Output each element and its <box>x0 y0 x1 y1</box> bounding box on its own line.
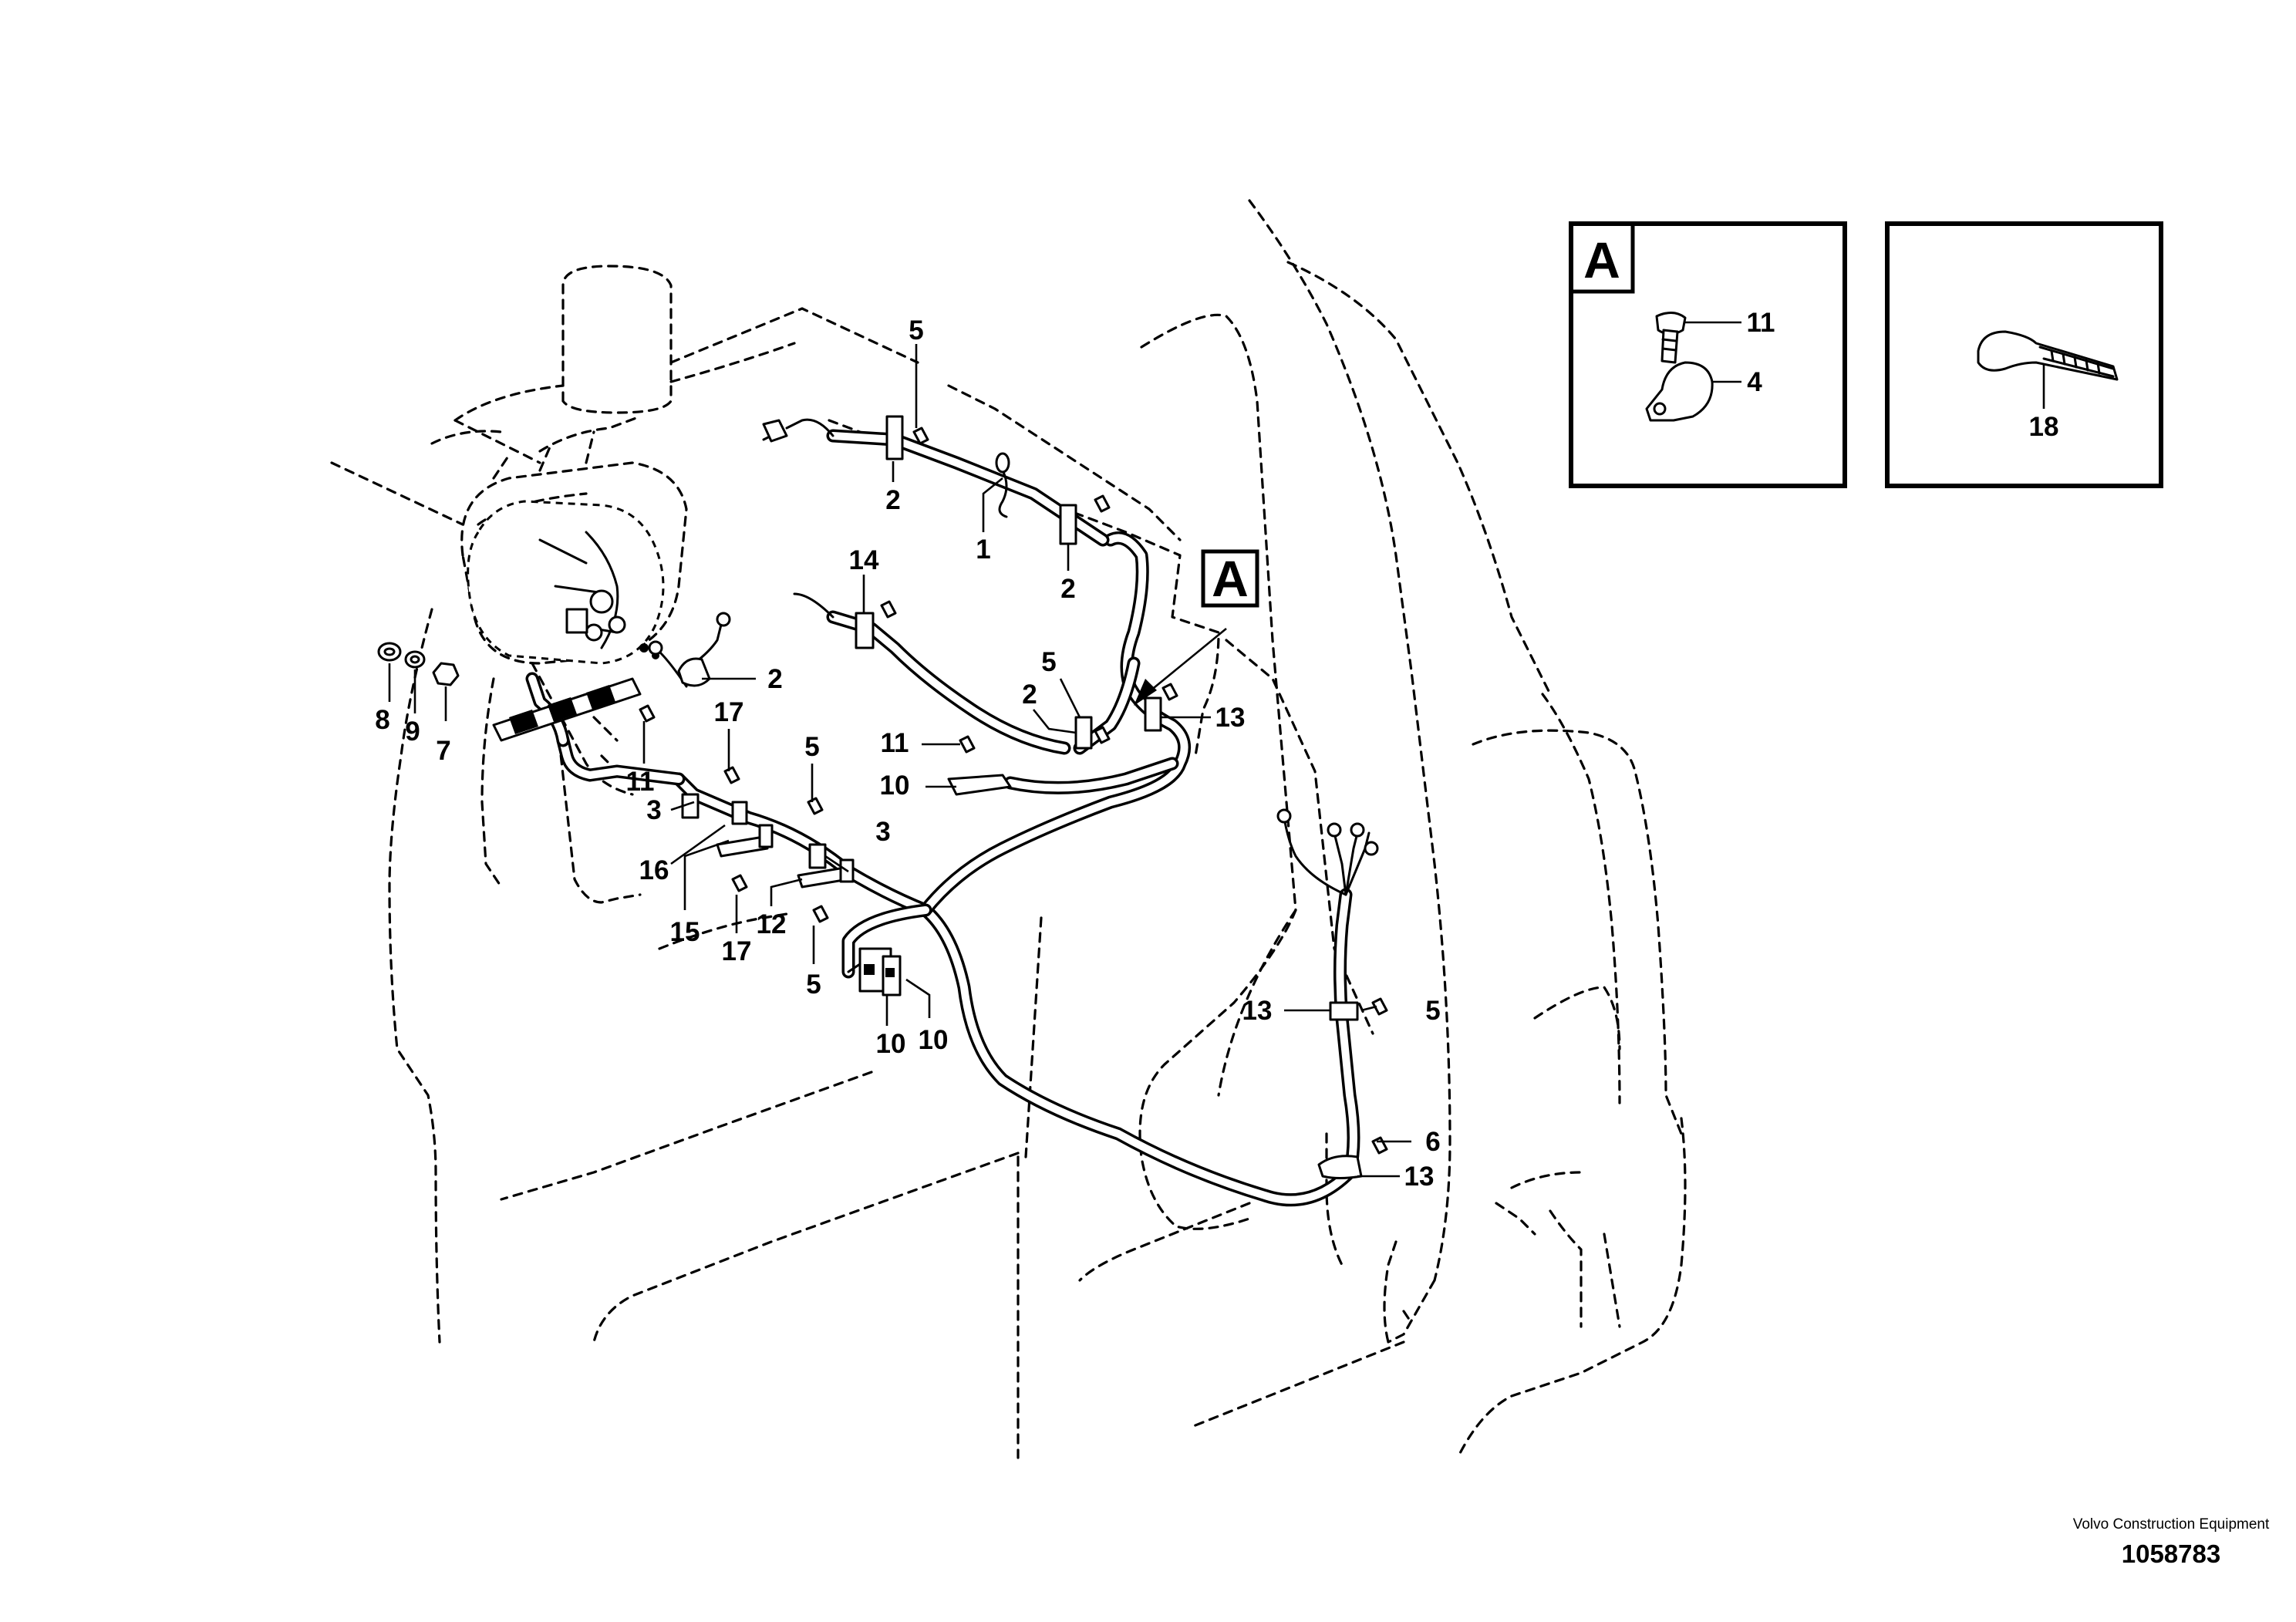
callout-7: 8 <box>375 705 389 735</box>
callout-15: 15 <box>670 917 700 947</box>
terminal-wires <box>648 418 1379 896</box>
callout-10: 10 <box>919 1025 949 1055</box>
leader-lines <box>388 344 1411 1178</box>
callout-11: 11 <box>1747 308 1775 338</box>
callout-14: 14 <box>849 545 879 575</box>
wiring-harness <box>525 429 1360 1207</box>
callout-2: 2 <box>767 664 782 694</box>
hardware <box>377 415 1388 1179</box>
callout-6: 7 <box>436 736 450 766</box>
callout-labels: 5 2 1 2 14 5 2 13 2 8 9 7 11 17 5 11 10 … <box>375 315 1440 1192</box>
callout-4: 4 <box>1747 367 1762 397</box>
callout-3: 3 <box>646 795 661 825</box>
view-marker-a: A <box>1201 549 1259 608</box>
callout-5: 5 <box>804 732 819 762</box>
reference-number: 1058783 <box>2121 1539 2221 1568</box>
callout-13: 13 <box>1404 1162 1435 1192</box>
callout-11: 11 <box>626 767 655 797</box>
callout-11: 11 <box>881 728 909 758</box>
detail-view-a: A 11 4 <box>1569 221 1847 488</box>
callout-5: 5 <box>1425 996 1440 1026</box>
callout-9: 10 <box>876 1029 906 1059</box>
callout-13: 13 <box>1215 703 1246 733</box>
callout-12: 12 <box>757 909 787 939</box>
callout-5: 5 <box>806 969 821 1000</box>
detail-view-cable-tie: 18 <box>1885 221 2163 488</box>
callout-1: 1 <box>976 534 990 565</box>
callout-10: 10 <box>880 771 910 801</box>
callout-18: 18 <box>2029 412 2059 442</box>
callout-13: 13 <box>1242 996 1273 1026</box>
callout-17: 17 <box>714 697 744 727</box>
callout-2: 2 <box>1060 574 1075 604</box>
callout-2: 2 <box>1022 679 1037 710</box>
callout-8: 9 <box>405 717 420 747</box>
drawing-footer: Volvo Construction Equipment 1058783 <box>2067 1516 2275 1569</box>
callout-5: 5 <box>1041 647 1056 677</box>
brand-text: Volvo Construction Equipment <box>2072 1516 2270 1533</box>
callout-17: 17 <box>722 936 752 966</box>
callout-2: 2 <box>885 485 900 515</box>
callout-16: 16 <box>639 855 669 885</box>
detail-a-label: A <box>1583 231 1620 288</box>
machine-outline <box>330 199 1687 1459</box>
view-marker-label: A <box>1212 550 1249 607</box>
callout-5: 5 <box>909 315 923 346</box>
alternator <box>467 500 665 665</box>
callout-3: 3 <box>875 817 890 847</box>
callout-5: 6 <box>1425 1127 1440 1157</box>
